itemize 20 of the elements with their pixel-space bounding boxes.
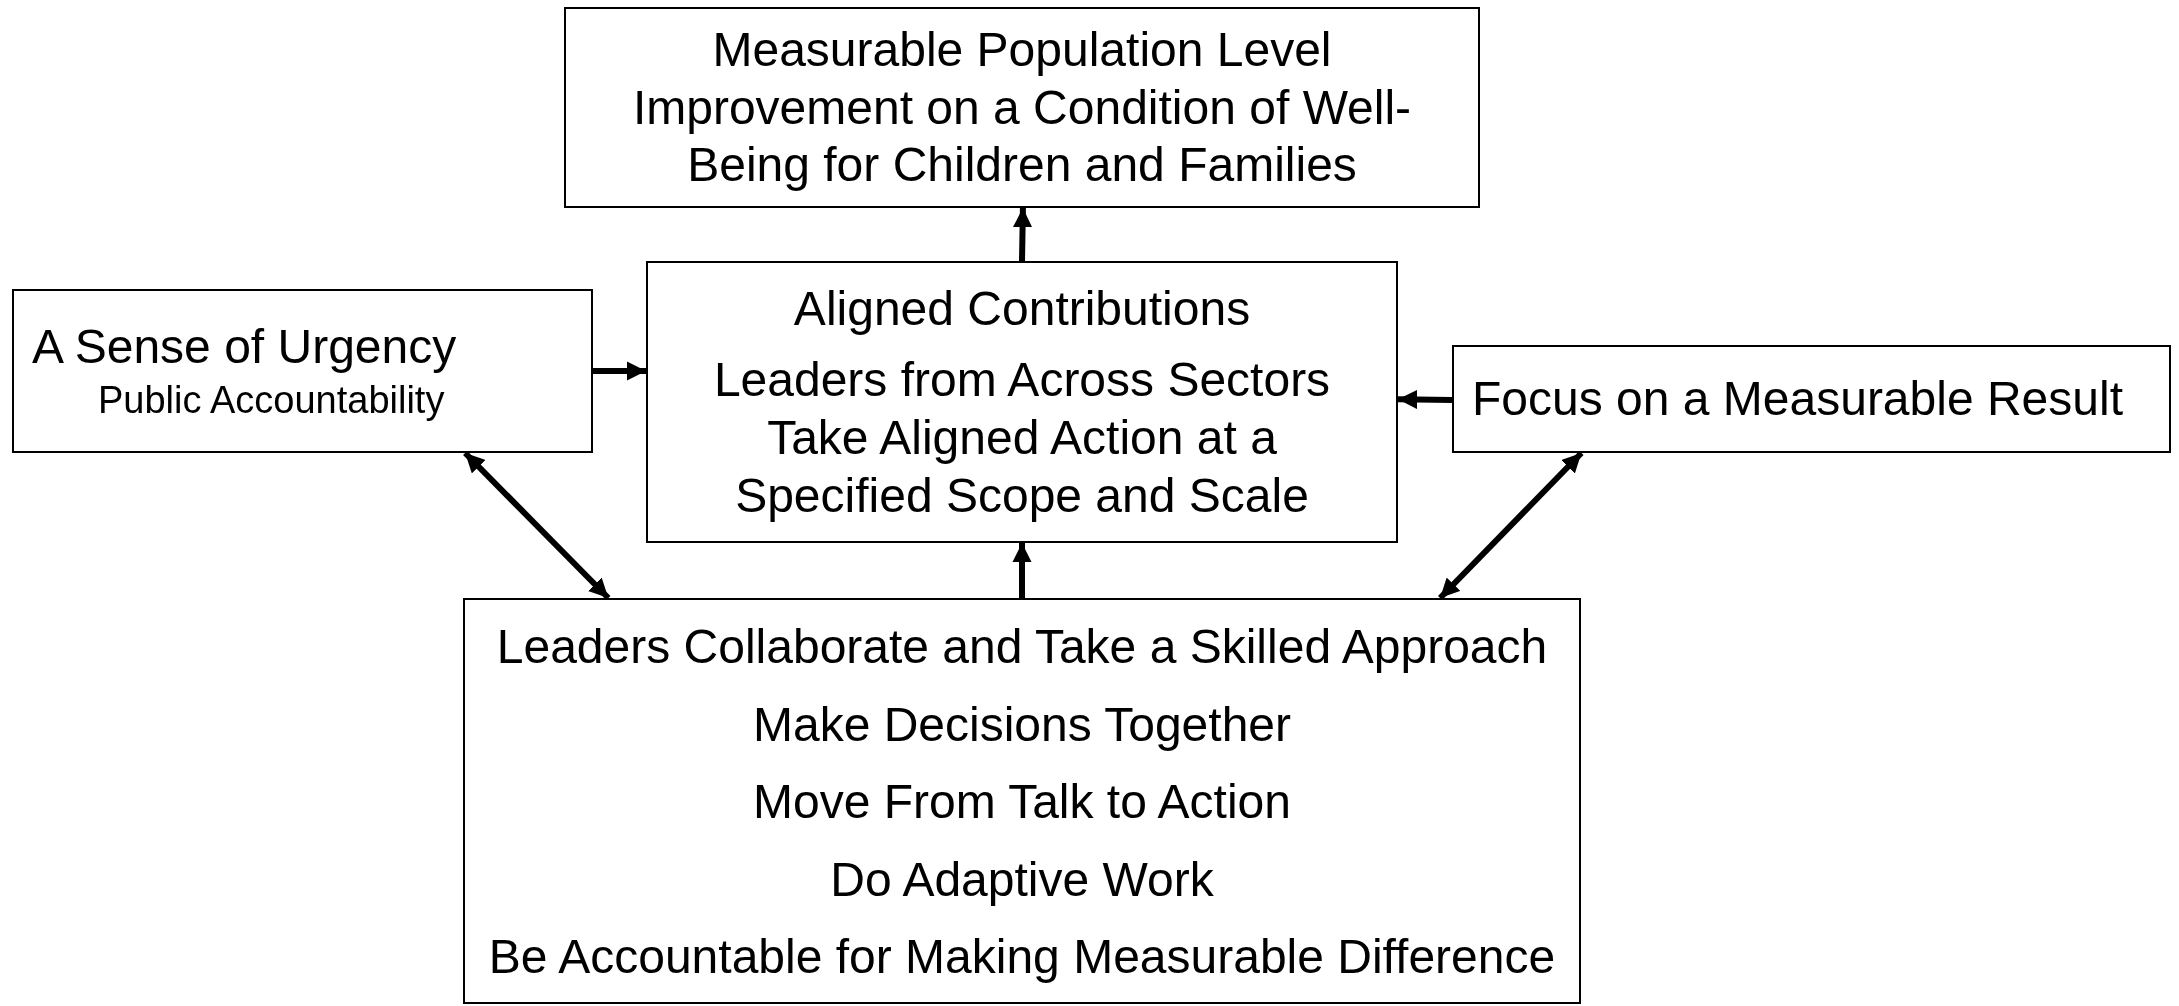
box-heading: Focus on a Measurable Result [1472,371,2123,428]
box-text: Leaders from Across Sectors Take Aligned Action at a Specified Scope and Scale [712,352,1332,524]
box-heading: Measurable Population Level Improvement on a Condition of Well-Being for Children and Families [631,22,1413,194]
arrow [1013,207,1033,262]
arrow [1397,389,1453,410]
text-box [1452,345,2171,453]
arrow [593,361,646,381]
box-text: Do Adaptive Work [830,851,1214,908]
box-text: Be Accountable for Making Measurable Difference [488,929,1556,986]
box-heading: Leaders Collaborate and Take a Skilled Approach [496,619,1548,675]
text-box [463,598,1581,1004]
box-heading: A Sense of Urgency [32,319,457,376]
text-box [646,261,1398,543]
box-text: Make Decisions Together [752,696,1292,753]
box-heading: Aligned Contributions [793,280,1251,337]
text-box [12,289,593,453]
arrow [1012,543,1032,598]
text-box [564,7,1480,208]
box-text: Move From Talk to Action [753,774,1291,831]
box-text: Public Accountability [98,378,445,423]
